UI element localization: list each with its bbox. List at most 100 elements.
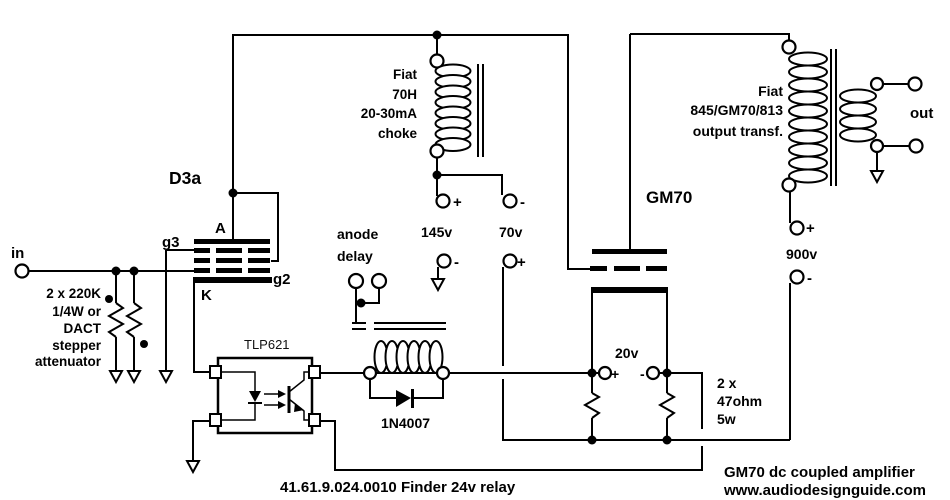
g2-pin-label: g2 — [273, 271, 291, 288]
pin-cathode — [209, 413, 222, 427]
flyback-diode-label: 1N4007 — [381, 415, 430, 431]
choke-core-lines — [477, 64, 484, 157]
attenuator-note-line-1: 2 x 220K — [46, 286, 101, 301]
supply-900v-minus-sign: - — [807, 270, 812, 287]
optocoupler-body — [216, 356, 314, 435]
input-label: in — [11, 245, 24, 262]
schematic-title: GM70 dc coupled amplifier — [724, 464, 915, 481]
ground-symbol — [108, 370, 124, 385]
out-minus-terminal — [908, 138, 924, 154]
optocoupler-part-label: TLP621 — [244, 337, 290, 352]
supply-70v-plus-terminal — [502, 253, 518, 269]
attenuator-note-line-5: attenuator — [35, 354, 102, 369]
supply-145v-minus-terminal — [436, 253, 452, 269]
relay-contact-wires — [355, 288, 380, 323]
speaker-output-wires — [883, 83, 909, 147]
supply-900v-section: + 900v - — [786, 191, 817, 440]
transformer-core-lines — [830, 49, 837, 186]
opt-note-line-3: output transf. — [693, 123, 783, 139]
d3a-grid-segment — [248, 268, 270, 273]
attenuator-note-line-2: 1/4W or — [52, 304, 102, 319]
d3a-label: D3a — [169, 168, 201, 188]
choke-plus-sign: + — [453, 194, 462, 211]
choke-note-line-1: Fiat — [393, 67, 418, 82]
secondary-loop — [839, 127, 877, 143]
cathode-pin-label: K — [201, 287, 212, 304]
anode-pin-label: A — [215, 220, 226, 237]
d3a-grid-segment — [248, 258, 270, 263]
input-terminal — [14, 263, 30, 279]
flyback-diode-loop-wire — [369, 379, 444, 399]
coil-terminal — [362, 365, 378, 381]
secondary-bottom-terminal — [869, 138, 885, 154]
g3-ground-wire — [165, 249, 194, 371]
supply-900v-minus-terminal — [789, 269, 805, 285]
secondary-loop — [839, 88, 877, 104]
wiper-dot — [105, 295, 113, 303]
d3a-grid-segment — [248, 248, 270, 253]
primary-bottom-terminal — [781, 177, 797, 193]
power-tube-gm70: GM70 — [590, 33, 790, 293]
out-label: out — [910, 105, 933, 122]
contact-note-line-1: anode — [337, 226, 378, 242]
emitter-arrow-head — [294, 403, 304, 412]
choke-section: + - Fiat 70H 20-30mA choke — [361, 30, 525, 211]
primary-loop — [788, 77, 828, 93]
gm70-grid-segment — [614, 266, 640, 271]
d3a-grid-segment — [216, 268, 242, 273]
junction-dot — [587, 435, 597, 445]
contact-note-line-2: delay — [337, 248, 373, 264]
primary-loop — [788, 155, 828, 171]
resistor-note-line-3: 5w — [717, 411, 736, 427]
opt-note-line-1: Fiat — [758, 83, 783, 99]
junction-dot — [662, 435, 672, 445]
choke-note-line-4: choke — [378, 126, 418, 141]
d3a-grid-segment — [194, 258, 210, 263]
ground-symbol — [185, 460, 201, 475]
attenuator-note-line-3: DACT — [64, 321, 102, 336]
supply-900v-plus-sign: + — [806, 220, 815, 237]
choke-plus-terminal — [435, 193, 451, 209]
coil-terminal — [435, 365, 451, 381]
relay-core-lines — [352, 322, 446, 330]
out-plus-terminal — [907, 76, 923, 92]
opt-note-line-2: 845/GM70/813 — [690, 102, 783, 118]
pin-anode — [209, 365, 222, 379]
choke-output-wires — [436, 157, 503, 196]
light-arrow-head — [278, 401, 286, 409]
primary-loop — [788, 168, 828, 184]
supply-900v-plus-terminal — [789, 220, 805, 236]
choke-bottom-terminal — [429, 143, 445, 159]
cathode-wire — [193, 282, 211, 373]
d3a-grid-segment — [194, 248, 210, 253]
g3-pin-label: g3 — [162, 234, 180, 251]
led-diode-icon — [249, 391, 261, 402]
g2-strap-wire — [236, 192, 279, 262]
relay-part-note: 41.61.9.024.0010 Finder 24v relay — [280, 479, 516, 496]
resistor-note-line-1: 2 x — [717, 375, 737, 391]
led-branch-wire — [221, 371, 256, 421]
relay-contact-terminal — [347, 272, 365, 290]
diode-cathode-bar — [411, 389, 414, 408]
bias-minus-sign: - — [640, 366, 645, 382]
primary-loop — [788, 129, 828, 145]
relay-return-wire — [319, 372, 703, 471]
optocoupler-ground-wire — [192, 420, 211, 461]
website-label: www.audiodesignguide.com — [723, 482, 926, 499]
cathode-resistors-section: 20v + - 2 x 47ohm 5w — [582, 293, 762, 445]
attenuator-resistor-1 — [106, 271, 126, 371]
d3a-grid-segment — [194, 268, 210, 273]
gm70-anode-bar — [592, 249, 667, 254]
input-section: in 2 x 220K 1/4W or DACT stepper attenua… — [11, 245, 194, 385]
choke-minus-terminal — [502, 193, 518, 209]
cathode-resistor-left — [582, 293, 602, 440]
pin-emitter — [308, 413, 321, 427]
primary-loop — [788, 51, 828, 67]
supply-70v-drop-wire-and-bottom-rail — [502, 267, 790, 441]
choke-note-line-2: 70H — [392, 87, 417, 102]
secondary-top-terminal — [869, 76, 885, 92]
primary-loop — [788, 64, 828, 80]
relay-section: anode delay 1N4007 41.61.9.024.0010 Find… — [280, 226, 703, 496]
